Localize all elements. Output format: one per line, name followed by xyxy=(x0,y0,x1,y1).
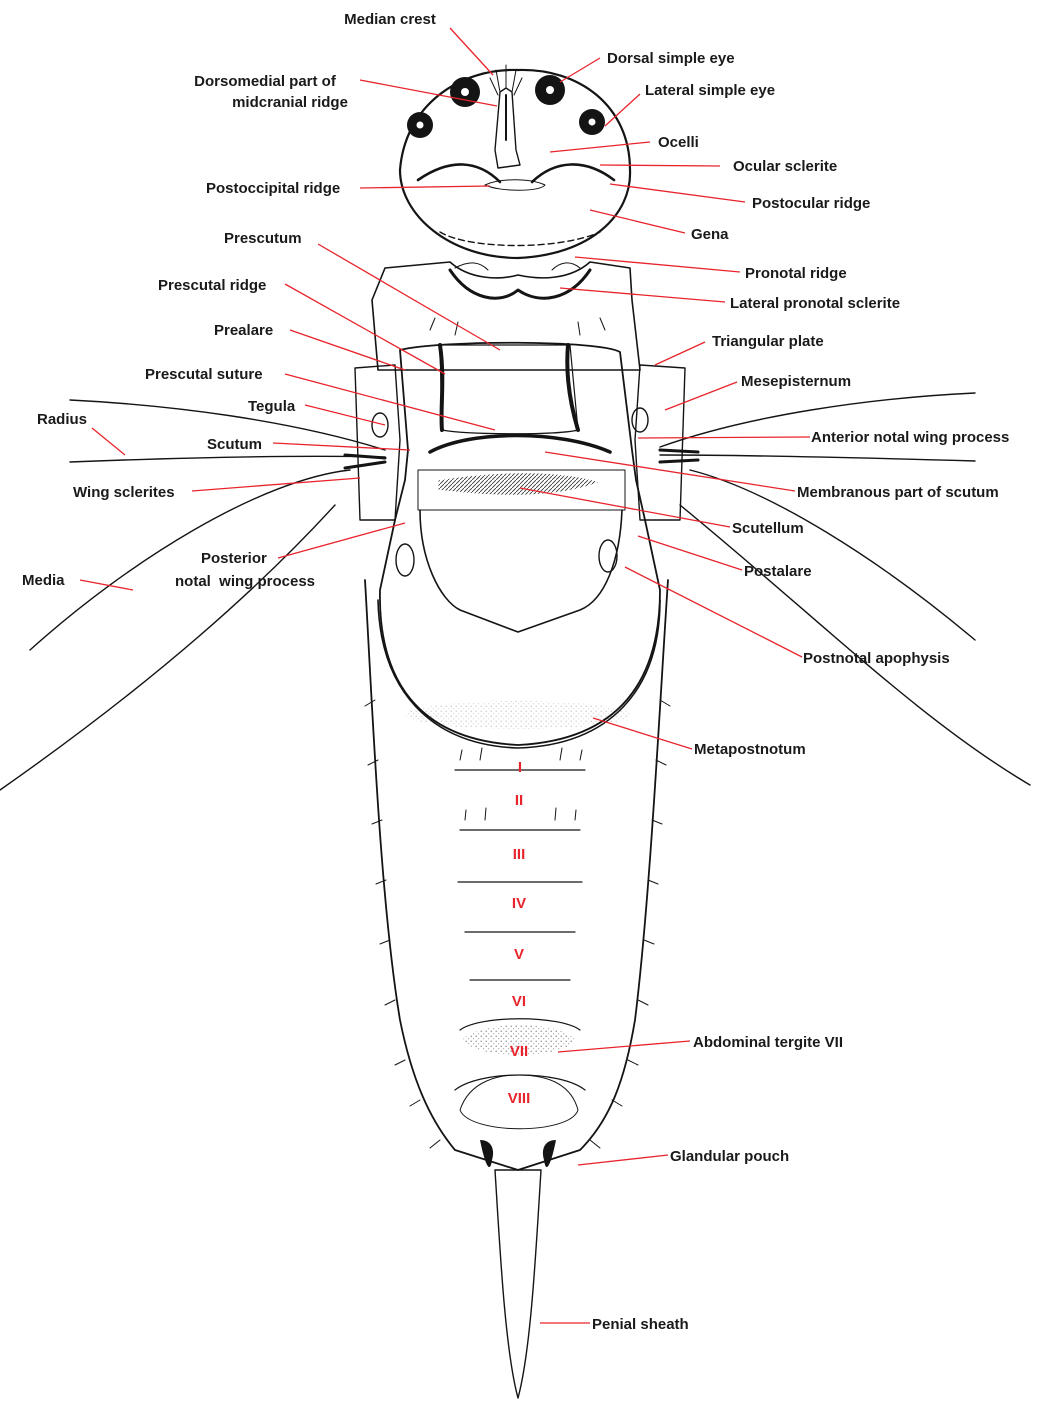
label-prealare: Prealare xyxy=(214,322,273,339)
label-prescutal-ridge: Prescutal ridge xyxy=(158,277,266,294)
label-wing-sclerites: Wing sclerites xyxy=(73,484,175,501)
label-gena: Gena xyxy=(691,226,729,243)
segment-label-7: VII xyxy=(510,1043,528,1060)
label-ocular-sclerite: Ocular sclerite xyxy=(733,158,837,175)
label-lateral-simple-eye: Lateral simple eye xyxy=(645,82,775,99)
label-prescutal-suture: Prescutal suture xyxy=(145,366,263,383)
label-dorsal-simple-eye: Dorsal simple eye xyxy=(607,50,735,67)
segment-label-2: II xyxy=(515,792,523,809)
label-dorsomedial-line2: midcranial ridge xyxy=(232,94,348,111)
leader-lines xyxy=(80,28,810,1323)
label-abdominal-tergite-vii: Abdominal tergite VII xyxy=(693,1034,843,1051)
label-lateral-pronotal-sclerite: Lateral pronotal sclerite xyxy=(730,295,900,312)
label-median-crest: Median crest xyxy=(344,11,436,28)
label-prescutum: Prescutum xyxy=(224,230,302,247)
wing-veins xyxy=(0,393,1030,790)
label-postalare: Postalare xyxy=(744,563,812,580)
segment-label-3: III xyxy=(513,846,526,863)
label-pronotal-ridge: Pronotal ridge xyxy=(745,265,847,282)
label-posterior-line1: Posterior xyxy=(201,550,267,567)
label-penial-sheath: Penial sheath xyxy=(592,1316,689,1333)
label-anterior-notal-wing-process: Anterior notal wing process xyxy=(811,429,1009,446)
segment-label-4: IV xyxy=(512,895,526,912)
label-triangular-plate: Triangular plate xyxy=(712,333,824,350)
label-postnotal-apophysis: Postnotal apophysis xyxy=(803,650,950,667)
pronotum xyxy=(372,262,640,370)
label-posterior-line2: notal wing process xyxy=(175,573,315,590)
label-scutellum: Scutellum xyxy=(732,520,804,537)
label-mesepisternum: Mesepisternum xyxy=(741,373,851,390)
label-glandular-pouch: Glandular pouch xyxy=(670,1148,789,1165)
label-scutum: Scutum xyxy=(207,436,262,453)
label-media: Media xyxy=(22,572,65,589)
label-tegula: Tegula xyxy=(248,398,296,415)
label-radius: Radius xyxy=(37,411,87,428)
label-membranous-part-of-scutum: Membranous part of scutum xyxy=(797,484,999,501)
segment-numerals: I II III IV V VI VII VIII xyxy=(508,759,531,1107)
setae xyxy=(365,318,670,1148)
label-metapostnotum: Metapostnotum xyxy=(694,741,806,758)
segment-label-6: VI xyxy=(512,993,526,1010)
segment-label-1: I xyxy=(518,759,522,776)
label-postoccipital-ridge: Postoccipital ridge xyxy=(206,180,340,197)
label-postocular-ridge: Postocular ridge xyxy=(752,195,870,212)
segment-label-8: VIII xyxy=(508,1090,531,1107)
label-ocelli: Ocelli xyxy=(658,134,699,151)
labels: Median crest Dorsal simple eye Dorsomedi… xyxy=(22,11,1009,1333)
label-dorsomedial-line1: Dorsomedial part of xyxy=(194,73,337,90)
segment-label-5: V xyxy=(514,946,524,963)
